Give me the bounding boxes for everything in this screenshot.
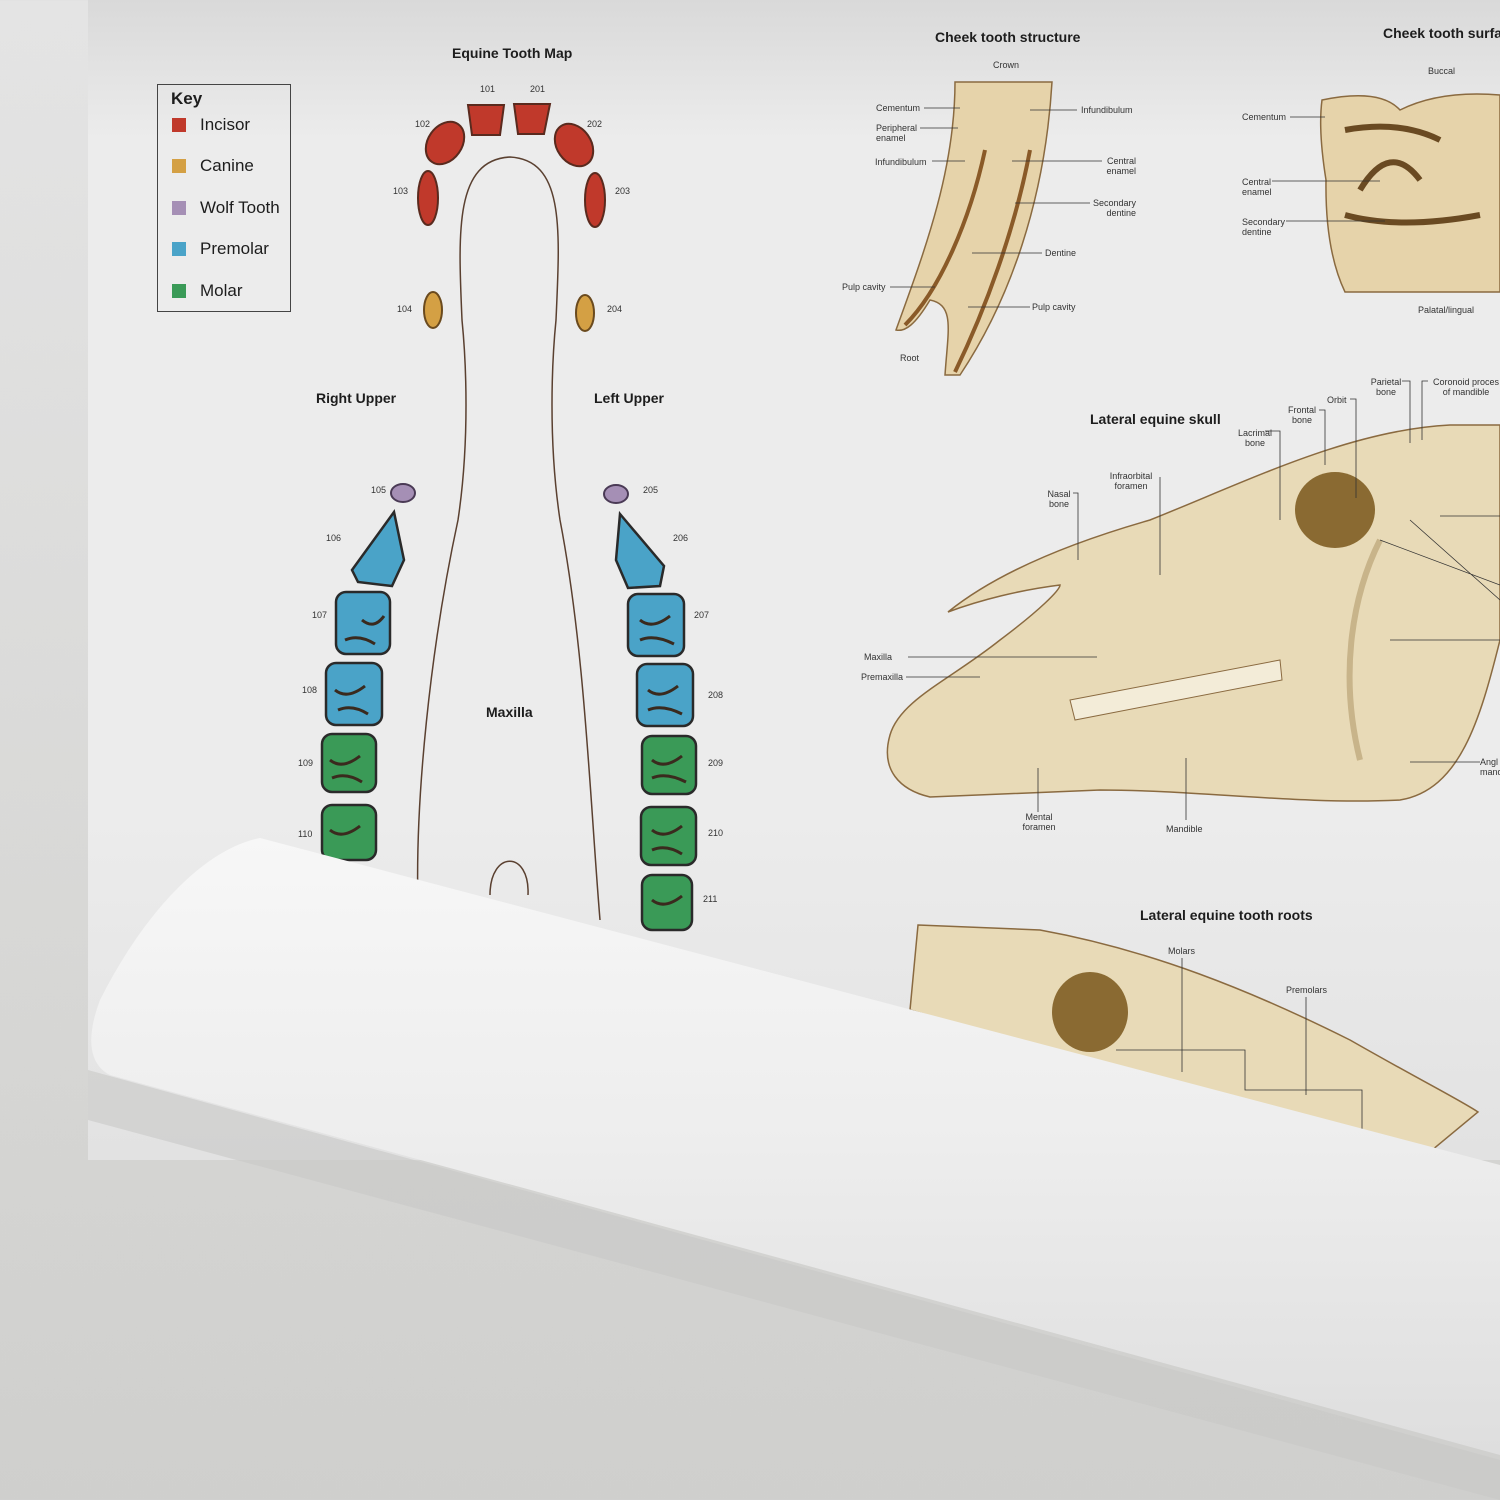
key-label: Molar	[200, 281, 243, 300]
tooth-number: 202	[587, 119, 603, 129]
tooth-number: 104	[397, 304, 413, 314]
label-infundibulum: Infundibulum	[1081, 105, 1133, 115]
label-central-enamel: Central enamel	[1242, 177, 1272, 197]
tooth-number: 203	[615, 186, 631, 196]
label-cementum: Cementum	[876, 103, 921, 113]
tooth-106	[350, 508, 406, 588]
tooth-roots-illustration	[909, 924, 1480, 1161]
tooth-number: 207	[694, 610, 710, 620]
tooth-205	[603, 484, 629, 504]
label-angle-of-mandible: Angl mand	[1480, 757, 1500, 777]
tooth-104	[423, 291, 443, 329]
tooth-101	[466, 104, 506, 136]
key-item-canine: Canine	[172, 156, 254, 176]
swatch	[172, 201, 186, 215]
tooth-map-title: Equine Tooth Map	[452, 45, 573, 61]
tooth-number: 208	[708, 690, 724, 700]
tooth-202	[553, 122, 595, 168]
label-pulp-cavity: Pulp cavity	[842, 282, 886, 292]
label-crown: Crown	[993, 60, 1020, 70]
key-item-incisor: Incisor	[172, 115, 250, 135]
tooth-number: 101	[480, 84, 496, 94]
label-molars: Molars	[1168, 946, 1196, 956]
orbit	[1295, 472, 1375, 548]
tooth-208	[635, 662, 695, 728]
label-lacrimal-bone: Lacrimal bone	[1237, 428, 1272, 448]
tooth-number: 205	[643, 485, 659, 495]
label-mental-foramen: Mental foramen	[1022, 812, 1056, 832]
label-premaxilla: Premaxilla	[861, 672, 904, 682]
tooth-number: 105	[371, 485, 387, 495]
key-legend: Key Incisor Canine Wolf Tooth Premolar M…	[157, 84, 291, 312]
cheek-tooth-structure-title: Cheek tooth structure	[935, 29, 1081, 45]
label-mandible: Mandible	[1166, 824, 1203, 834]
lateral-skull-title: Lateral equine skull	[1090, 411, 1221, 427]
label-secondary-dentine: Secondary dentine	[1242, 217, 1286, 237]
tooth-number: 108	[302, 685, 318, 695]
key-item-wolf-tooth: Wolf Tooth	[172, 198, 280, 218]
label-infundibulum: Infundibulum	[875, 157, 927, 167]
tooth-number: 109	[298, 758, 314, 768]
swatch	[172, 242, 186, 256]
label-dentine: Dentine	[1045, 248, 1077, 258]
tooth-number: 106	[326, 533, 342, 543]
label-peripheral-enamel: Peripheral enamel	[876, 123, 918, 143]
key-label: Incisor	[200, 115, 251, 134]
label-cementum: Cementum	[1242, 112, 1287, 122]
tooth-roots-title: Lateral equine tooth roots	[1140, 907, 1313, 923]
cheek-tooth-surface-title: Cheek tooth surfac	[1383, 25, 1500, 41]
curl-shadow	[88, 1070, 1500, 1500]
label-central-enamel: Central enamel	[1106, 156, 1136, 176]
tooth-number: 210	[708, 828, 724, 838]
key-label: Canine	[200, 156, 254, 175]
label-orbit: Orbit	[1327, 395, 1347, 405]
label-root: Root	[900, 353, 920, 363]
tooth-number: 201	[530, 84, 546, 94]
label-palatal-lingual: Palatal/lingual	[1418, 305, 1475, 315]
swatch	[172, 284, 186, 298]
key-label: Wolf Tooth	[200, 198, 280, 217]
cheek-tooth-illustration	[895, 81, 1053, 376]
label-parietal-bone: Parietal bone	[1370, 377, 1402, 397]
key-item-molar: Molar	[172, 281, 243, 301]
tooth-number: 206	[673, 533, 689, 543]
tooth-201	[512, 103, 552, 135]
tooth-number: 102	[415, 119, 431, 129]
label-infraorbital-foramen: Infraorbital foramen	[1109, 471, 1153, 491]
swatch	[172, 159, 186, 173]
key-item-premolar: Premolar	[172, 239, 269, 259]
tooth-number: 103	[393, 186, 409, 196]
curl-sheet	[91, 838, 1500, 1455]
label-nasal-bone: Nasal bone	[1047, 489, 1071, 509]
label-buccal: Buccal	[1428, 66, 1456, 76]
key-label: Premolar	[200, 239, 269, 258]
tooth-number: 107	[312, 610, 328, 620]
label-secondary-dentine: Secondary dentine	[1092, 198, 1136, 218]
tooth-number: 204	[607, 304, 623, 314]
tooth-number: 211	[703, 894, 718, 904]
tooth-206	[614, 510, 666, 590]
label-coronoid-process: Coronoid proces of mandible	[1432, 377, 1500, 397]
left-upper-label: Left Upper	[594, 390, 664, 406]
label-frontal-bone: Frontal bone	[1287, 405, 1316, 425]
tooth-203	[584, 172, 606, 228]
tooth-105	[390, 483, 416, 503]
tooth-number: 209	[708, 758, 724, 768]
palate-outline	[416, 156, 601, 921]
key-title: Key	[171, 89, 203, 108]
right-upper-label: Right Upper	[316, 390, 397, 406]
maxilla-label: Maxilla	[486, 704, 533, 720]
palate-notch	[489, 860, 529, 896]
label-pulp-cavity: Pulp cavity	[1032, 302, 1076, 312]
cheek-tooth-surface-illustration	[1319, 93, 1500, 293]
tooth-102	[424, 120, 466, 166]
label-maxilla: Maxilla	[864, 652, 893, 662]
tooth-103	[417, 170, 439, 226]
label-premolars: Premolars	[1286, 985, 1328, 995]
tooth-204	[575, 294, 595, 332]
swatch	[172, 118, 186, 132]
tooth-number: 110	[298, 829, 313, 839]
